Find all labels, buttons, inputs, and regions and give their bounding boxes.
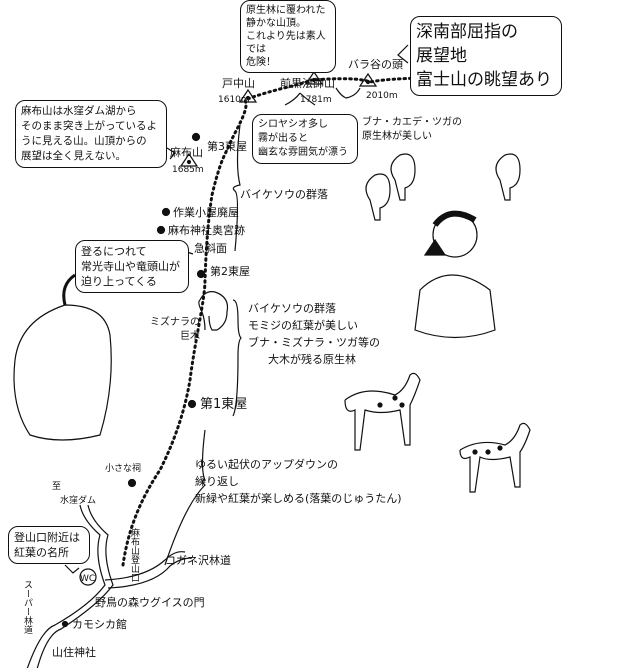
callout-line: 麻布山は水窪ダム湖から	[21, 105, 137, 117]
label-forest-notes: バイケソウの群落 モミジの紅葉が美しい ブナ・ミズナラ・ツガ等の 大木が残る原生…	[248, 300, 380, 368]
label-hokora: 小さな祠	[105, 464, 142, 474]
label-line: 大木が残る原生林	[268, 353, 356, 366]
trail-path	[121, 76, 437, 567]
label-uguisu: 野鳥の森ウグイスの門	[95, 596, 205, 609]
callout-line: 迫り上ってくる	[81, 275, 157, 288]
label-line: ブナ・カエデ・ツガの	[362, 117, 462, 128]
label-super-rindo: スーパー林道	[22, 580, 32, 634]
label-line: 水窪ダム	[60, 496, 97, 506]
deer-illustration-1	[344, 372, 421, 451]
label-wc: WC	[80, 574, 96, 584]
label-sagyou: 作業小屋廃屋	[173, 206, 239, 219]
label-baikeisou: バイケソウの群落	[240, 188, 328, 201]
callout-shiroyashio: シロヤシオ多し 霧が出ると 幽玄な雰囲気が漂う	[252, 114, 358, 164]
callout-line: 登るにつれて	[81, 245, 147, 258]
peak-tonaka-elev: 1610m	[218, 95, 250, 105]
label-updown: ゆるい起伏のアップダウンの 繰り返し 新緑や紅葉が楽しめる(落葉のじゅうたん)	[195, 456, 402, 507]
peak-baradani-name: バラ谷の頭	[348, 58, 403, 71]
label-azumaya3: 第3東屋	[207, 140, 247, 153]
label-steep: 急斜面	[194, 242, 227, 255]
peak-maeguro-elev: 1781m	[300, 95, 332, 105]
hiker-illustration	[414, 210, 496, 339]
callout-line: 危険！	[246, 57, 276, 68]
callout-trailhead-note: 登山口附近は 紅葉の名所	[8, 526, 90, 564]
decorative-trees	[365, 153, 521, 221]
road-koganesawa	[104, 551, 193, 589]
callout-summit-forest: 原生林に覆われた 静かな山頂。 これより先は素人 では 危険！	[240, 0, 336, 73]
label-line: 原生林が美しい	[362, 131, 432, 142]
callout-line: 常光寺山や竜頭山が	[81, 260, 180, 273]
label-yamazumi: 山住神社	[52, 646, 96, 659]
peak-baradani-elev: 2010m	[366, 91, 398, 101]
label-line: ゆるい起伏のアップダウンの	[195, 458, 338, 471]
label-line: 繰り返し	[195, 475, 239, 488]
peak-triangle-icons	[179, 70, 378, 167]
label-okumiya: 麻布神社奥宮跡	[168, 224, 245, 237]
callout-line: 幽玄な雰囲気が漂う	[258, 147, 348, 158]
label-line: 至	[52, 482, 62, 492]
label-koganesawa: コガネ沢林道	[165, 554, 231, 567]
callout-line: 静かな山頂。	[246, 18, 306, 29]
callout-line: 深南部屈指の	[416, 22, 518, 42]
label-mizunara: ミズナラの 巨木	[150, 316, 200, 344]
callout-line: 登山口附近は	[14, 531, 80, 544]
backpack-illustration	[13, 273, 112, 441]
callout-line: そのまま突き上がっているよ	[21, 120, 157, 132]
road-dam	[26, 504, 114, 668]
label-line: モミジの紅葉が美しい	[248, 319, 358, 332]
callout-line: 展望は全く見えない。	[21, 150, 126, 162]
label-dam: 至 水窪ダム	[52, 480, 96, 508]
callout-line: シロヤシオ多し	[258, 119, 328, 130]
callout-line: これより先は素人	[246, 31, 326, 42]
label-azumaya2: 第2東屋	[210, 265, 250, 278]
peak-tonaka-name: 戸中山	[222, 77, 255, 90]
deer-illustration-2	[459, 422, 531, 493]
callout-line: では	[246, 44, 266, 55]
label-trailhead: 麻布山登山口	[129, 528, 139, 582]
callout-line: 霧が出ると	[258, 133, 308, 144]
label-line: ミズナラの	[150, 317, 200, 328]
peak-azabu-name: 麻布山	[170, 146, 203, 159]
label-kamoshika: カモシカ館	[72, 618, 127, 631]
callout-line: 富士山の眺望あり	[416, 70, 552, 90]
mizunara-tree	[198, 291, 229, 331]
label-line: 新緑や紅葉が楽しめる(落葉のじゅうたん)	[195, 492, 402, 505]
peak-maeguro-name: 前黒法師山	[280, 77, 335, 90]
label-line: 巨木	[180, 331, 200, 342]
peak-azabu-elev: 1685m	[172, 165, 204, 175]
callout-line: 原生林に覆われた	[246, 5, 326, 16]
callout-viewpoint: 深南部屈指の 展望地 富士山の眺望あり	[410, 16, 562, 96]
callout-line: うに見える山。山頂からの	[21, 135, 147, 147]
callout-line: 展望地	[416, 46, 467, 66]
label-line: ブナ・ミズナラ・ツガ等の	[248, 336, 380, 349]
label-line: バイケソウの群落	[248, 302, 336, 315]
callout-line: 紅葉の名所	[14, 546, 69, 559]
label-azumaya1: 第1東屋	[200, 397, 248, 412]
callout-azabu-note: 麻布山は水窪ダム湖から そのまま突き上がっているよ うに見える山。山頂からの 展…	[15, 100, 167, 168]
label-buna-kaede: ブナ・カエデ・ツガの 原生林が美しい	[362, 116, 462, 144]
callout-climb-note: 登るにつれて 常光寺山や竜頭山が 迫り上ってくる	[75, 240, 189, 293]
